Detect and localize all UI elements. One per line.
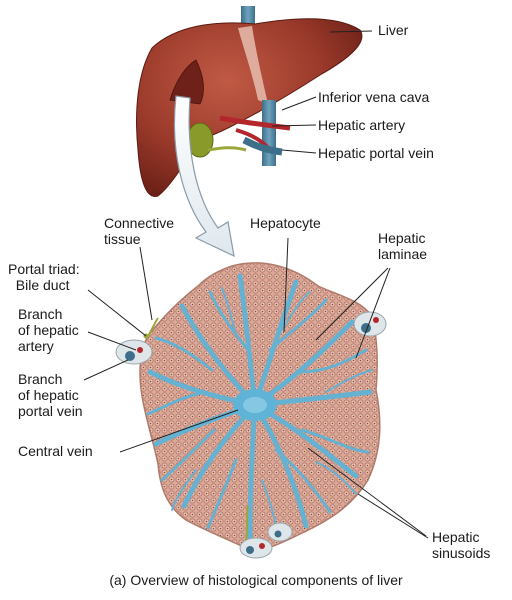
liver-cutout bbox=[169, 59, 204, 105]
label-hepatic-sinusoids: Hepatic sinusoids bbox=[432, 529, 491, 561]
liver-organ bbox=[136, 6, 363, 197]
label-portal-triad-bile-duct: Portal triad: Bile duct bbox=[8, 261, 80, 293]
portal-triad-top-right bbox=[353, 311, 387, 337]
bile-duct-branch bbox=[147, 317, 159, 337]
label-connective-tissue: Connective tissue bbox=[104, 215, 175, 247]
label-central-vein: Central vein bbox=[18, 443, 93, 459]
label-branch-hepatic-artery: Branch of hepatic artery bbox=[18, 306, 79, 354]
label-inferior-vena-cava: Inferior vena cava bbox=[318, 89, 430, 105]
label-branch-hepatic-portal-vein: Branch of hepatic portal vein bbox=[18, 371, 83, 419]
falciform-ligament bbox=[238, 26, 268, 104]
label-liver: Liver bbox=[378, 22, 409, 38]
label-hepatic-portal-vein: Hepatic portal vein bbox=[318, 145, 434, 161]
portal-triad-bottom-right bbox=[267, 522, 293, 542]
figure-caption: (a) Overview of histological components … bbox=[109, 572, 403, 588]
leader-lines bbox=[83, 30, 429, 539]
label-hepatic-artery: Hepatic artery bbox=[318, 117, 406, 133]
label-hepatocyte: Hepatocyte bbox=[250, 215, 321, 231]
liver-lobule bbox=[115, 262, 387, 559]
ivc-lower bbox=[262, 100, 276, 166]
hepatic-portal-vein-vessel bbox=[242, 136, 283, 156]
portal-triad-bottom bbox=[239, 505, 273, 559]
magnify-arrow bbox=[173, 95, 235, 258]
hepatic-artery-vessel bbox=[219, 115, 291, 131]
label-hepatic-laminae: Hepatic laminae bbox=[378, 230, 428, 262]
